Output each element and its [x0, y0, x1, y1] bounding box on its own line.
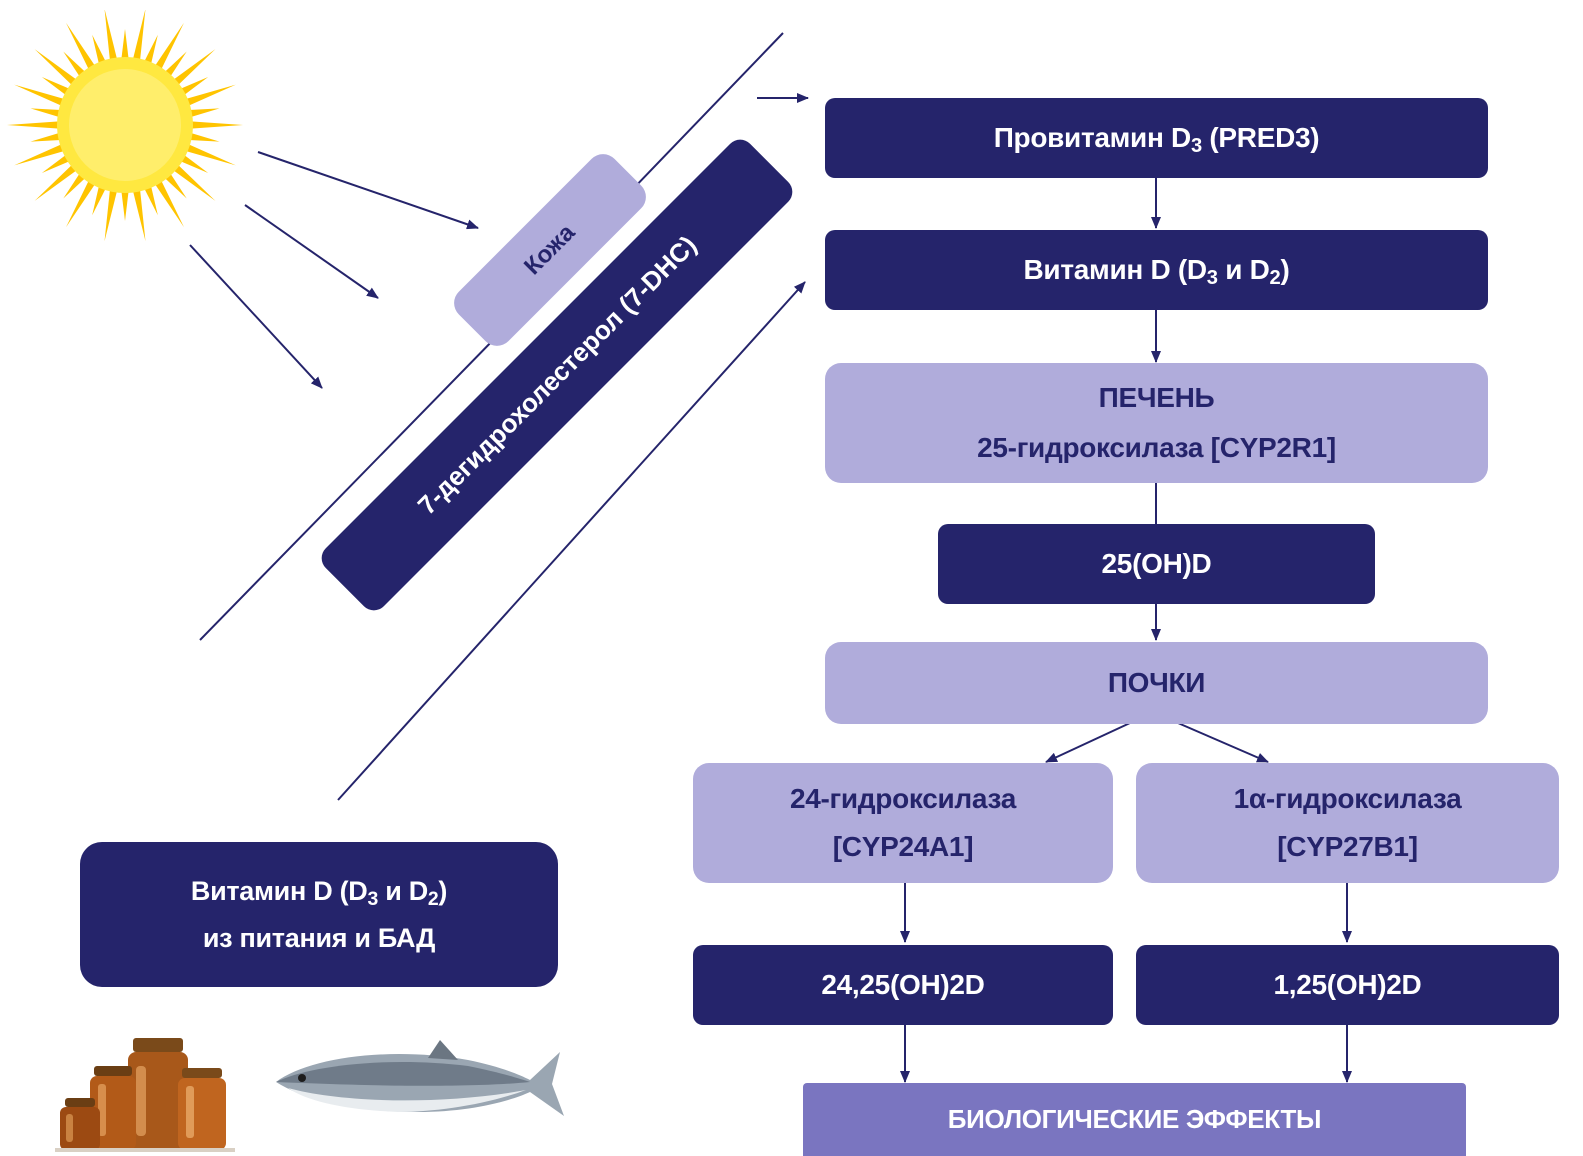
arrow-kidneys-to-24 [1045, 722, 1131, 763]
ohd-box: 25(OH)D [938, 524, 1375, 604]
sun-ray [63, 51, 86, 77]
sun-ray [66, 180, 96, 228]
sun-arrow-3 [189, 244, 323, 389]
sun-ray [189, 132, 220, 142]
sun-ray [185, 144, 236, 166]
bio-effects-box: БИОЛОГИЧЕСКИЕ ЭФФЕКТЫ [803, 1083, 1466, 1156]
sun-ray [154, 180, 184, 228]
enzyme-1a-box: 1α-гидроксилаза [CYP27B1] [1136, 763, 1559, 883]
sun-ray [144, 34, 158, 65]
liver-enzyme: 25-гидроксилаза [CYP2R1] [977, 432, 1336, 463]
sun-ray [63, 173, 86, 199]
sun-ray [104, 10, 118, 61]
sun-ray [154, 22, 184, 70]
sun-ray [132, 10, 146, 61]
kidneys-box: ПОЧКИ [825, 642, 1488, 724]
sun-glow [69, 69, 181, 181]
skin-boundary-upper [629, 32, 784, 193]
food-line-2: из питания и БАД [202, 922, 436, 953]
product-24-box: 24,25(OH)2D [693, 945, 1113, 1025]
sun-ray [173, 164, 216, 201]
sun-arrow-2 [244, 204, 379, 299]
sun-ray [14, 144, 65, 166]
sun-ray [180, 154, 209, 173]
sun-ray [66, 22, 96, 70]
provitamin-box: Провитамин D3 (PRED3) [825, 98, 1488, 178]
sun-ray [132, 189, 146, 242]
sun-icon [7, 10, 243, 242]
sun-ray [92, 34, 106, 65]
sun-ray [92, 185, 106, 216]
sun-ray [164, 51, 187, 77]
sun-disc [57, 57, 193, 193]
sun-ray [7, 121, 60, 129]
liver-title: ПЕЧЕНЬ [1098, 382, 1215, 413]
sun-rays [7, 10, 243, 242]
enzyme-24-box: 24-гидроксилаза [CYP24A1] [693, 763, 1113, 883]
sun-ray [41, 154, 70, 173]
sun-ray [14, 84, 65, 106]
food-source-box: Витамин D (D3 и D2) из питания и БАД [80, 842, 558, 987]
sun-ray [30, 108, 61, 118]
sun-ray [164, 173, 187, 199]
sun-ray [185, 84, 236, 106]
liver-box: ПЕЧЕНЬ 25-гидроксилаза [CYP2R1] [825, 363, 1488, 483]
supplement-bottles-icon [55, 1038, 235, 1152]
arrow-kidneys-to-1a [1177, 722, 1269, 763]
sun-ray [121, 29, 129, 60]
vitamin-d-box: Витамин D (D3 и D2) [825, 230, 1488, 310]
arrow-food-to-vitd [337, 281, 806, 801]
skin-boundary-lower [199, 332, 501, 641]
sun-ray [189, 108, 220, 118]
sun-ray [190, 121, 243, 129]
fish-icon [276, 1040, 564, 1116]
food-line-1: Витамин D (D3 и D2) [190, 875, 448, 910]
sun-ray [173, 49, 216, 86]
sun-ray [30, 132, 61, 142]
sun-ray [34, 164, 77, 201]
sun-ray [41, 77, 70, 96]
sun-ray [34, 49, 77, 86]
sun-ray [180, 77, 209, 96]
sun-arrow-1 [257, 151, 479, 230]
sun-ray [104, 189, 118, 242]
product-1-box: 1,25(OH)2D [1136, 945, 1559, 1025]
sun-ray [144, 185, 158, 216]
sun-ray [121, 190, 129, 221]
